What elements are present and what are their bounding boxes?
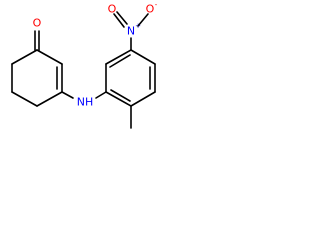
bond-c6-c1 xyxy=(11,49,38,65)
bond-nitro-o-single xyxy=(137,13,149,27)
bond-b6-b1 xyxy=(105,91,132,107)
bond-c3-n xyxy=(61,91,74,99)
bond-b3-b4 xyxy=(130,49,156,65)
bond-n-ring xyxy=(95,91,107,99)
nitro-nitrogen-label: N xyxy=(127,25,135,38)
nitro-oxygen-charge: - xyxy=(155,1,158,9)
benzene-ring xyxy=(105,49,156,107)
molecule-structure-diagram: O NH N + O O - xyxy=(11,1,158,129)
nitro-oxygen-double-label: O xyxy=(108,3,117,16)
cyclohexenone-ring xyxy=(11,49,63,107)
amine-nh-label: NH xyxy=(77,96,94,109)
bond-b5-b6 xyxy=(130,91,156,107)
nitro-group: N + O O - xyxy=(108,1,158,51)
bond-b6-b1-double xyxy=(110,89,131,102)
bond-c4-c5 xyxy=(11,91,38,107)
bond-nitro-o-double-a xyxy=(113,13,125,28)
bond-c3-c4 xyxy=(36,91,63,107)
nitro-oxygen-single-label: O xyxy=(146,3,155,16)
ketone-oxygen-label: O xyxy=(33,17,42,30)
bond-nitro-o-double-b xyxy=(116,11,128,25)
ketone-group: O xyxy=(33,17,42,51)
amine-linker: NH xyxy=(61,91,107,109)
bond-c1-c2 xyxy=(36,49,63,65)
bond-b2-b3 xyxy=(105,49,132,65)
bond-b2-b3-double xyxy=(109,54,131,68)
